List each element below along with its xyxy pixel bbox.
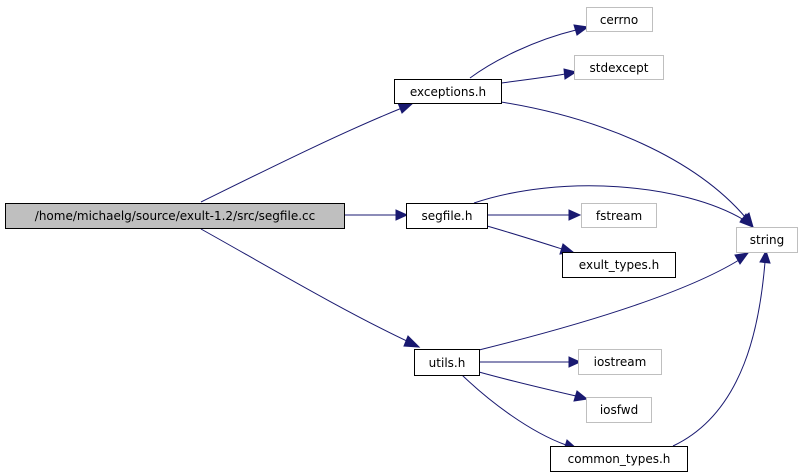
node-label: /home/michaelg/source/exult-1.2/src/segf…: [35, 209, 315, 223]
edge-arrowhead: [759, 249, 771, 264]
edge-utils-to-string: [478, 259, 740, 351]
edge-exceptions-to-cerrno: [469, 29, 577, 79]
node-string[interactable]: string: [736, 227, 798, 253]
node-common-types-h[interactable]: common_types.h: [550, 446, 688, 472]
edge-arrowhead: [563, 68, 578, 80]
node-box: [406, 203, 488, 229]
edge-utils-to-common-types: [461, 374, 567, 446]
node-label: utils.h: [429, 356, 466, 370]
node-label: iostream: [594, 355, 647, 369]
node-stdexcept[interactable]: stdexcept: [574, 55, 664, 80]
edge-arrowhead: [395, 209, 409, 221]
node-label: common_types.h: [568, 452, 671, 466]
node-box: [574, 55, 664, 80]
edges-layer: [200, 24, 771, 451]
node-label: string: [750, 233, 784, 247]
node-label: segfile.h: [422, 209, 473, 223]
node-box: [736, 227, 798, 253]
node-box: [5, 203, 345, 229]
edge-root-to-utils: [200, 228, 410, 343]
edge-arrowhead: [739, 213, 755, 228]
nodes-layer: /home/michaelg/source/exult-1.2/src/segf…: [5, 7, 798, 472]
node-root-segfile-cc[interactable]: /home/michaelg/source/exult-1.2/src/segf…: [5, 203, 345, 229]
edge-utils-to-iosfwd: [478, 371, 577, 397]
node-cerrno[interactable]: cerrno: [586, 7, 653, 32]
node-iostream[interactable]: iostream: [578, 349, 662, 375]
edge-arrowhead: [403, 335, 421, 348]
node-box: [562, 252, 676, 278]
node-box: [394, 79, 502, 104]
node-iosfwd[interactable]: iosfwd: [586, 397, 652, 423]
edge-segfile-to-string: [473, 185, 745, 221]
node-box: [414, 349, 480, 376]
edge-arrowhead: [568, 356, 582, 368]
node-label: exult_types.h: [579, 258, 659, 272]
edge-common-types-to-string: [672, 261, 766, 447]
edge-arrowhead: [573, 390, 589, 402]
node-box: [550, 446, 688, 472]
edge-root-to-exceptions: [200, 107, 403, 203]
edge-exceptions-to-string: [500, 101, 747, 219]
node-box: [581, 203, 657, 228]
node-exult-types-h[interactable]: exult_types.h: [562, 252, 676, 278]
node-label: exceptions.h: [410, 85, 486, 99]
node-label: iosfwd: [600, 403, 638, 417]
node-label: stdexcept: [590, 61, 649, 75]
node-segfile-h[interactable]: segfile.h: [406, 203, 488, 229]
edge-exceptions-to-stdexcept: [500, 73, 566, 84]
node-box: [586, 397, 652, 423]
node-utils-h[interactable]: utils.h: [414, 349, 480, 376]
edge-arrowhead: [573, 24, 590, 36]
node-fstream[interactable]: fstream: [581, 203, 657, 228]
node-box: [586, 7, 653, 32]
node-label: cerrno: [600, 13, 638, 27]
node-box: [578, 349, 662, 375]
edge-arrowhead: [568, 209, 582, 221]
edge-segfile-to-exult-types: [486, 225, 563, 250]
node-label: fstream: [596, 209, 642, 223]
edge-arrowhead: [397, 102, 415, 114]
edge-arrowhead: [734, 252, 750, 265]
node-exceptions-h[interactable]: exceptions.h: [394, 79, 502, 104]
